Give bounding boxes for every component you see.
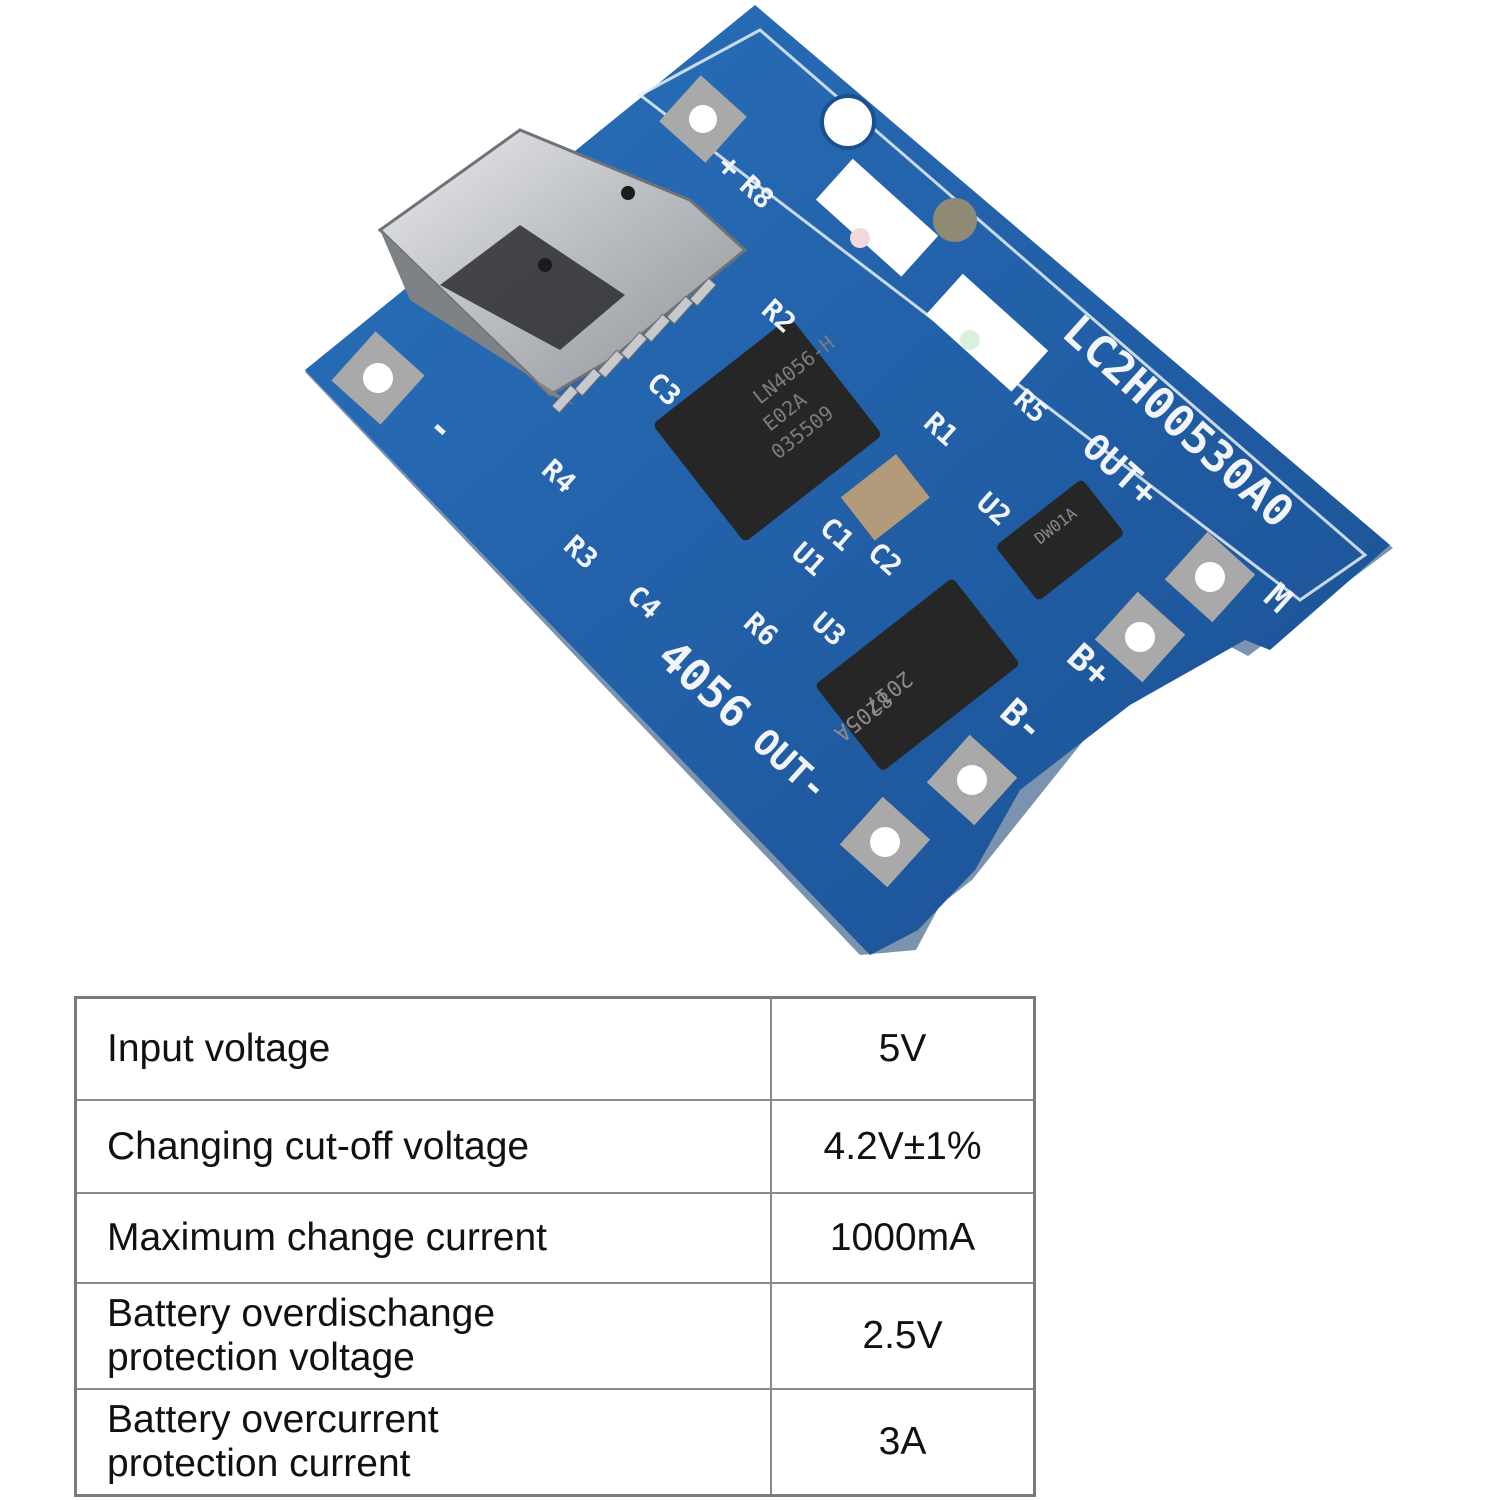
spec-value: 4.2V±1%	[770, 1099, 1036, 1194]
table-row: Battery overcurrent protection current 3…	[74, 1388, 1036, 1497]
capacitor-c1	[840, 454, 930, 541]
mounting-hole	[820, 94, 876, 150]
spec-value: 3A	[770, 1388, 1036, 1497]
spec-label: Battery overdischange protection voltage	[74, 1282, 772, 1390]
chip-u1: LN4056-H E02A 035509	[654, 319, 881, 541]
led-1	[815, 158, 939, 277]
spec-label: Battery overcurrent protection current	[74, 1388, 772, 1497]
test-point	[933, 198, 977, 242]
spec-label: Input voltage	[74, 996, 772, 1101]
pad-b-minus	[926, 734, 1018, 826]
table-row: Changing cut-off voltage 4.2V±1%	[74, 1099, 1036, 1194]
table-row: Maximum change current 1000mA	[74, 1192, 1036, 1284]
pad-b-plus	[1094, 591, 1186, 683]
led-2	[925, 273, 1049, 392]
pad-minus	[331, 331, 425, 425]
spec-value: 2.5V	[770, 1282, 1036, 1390]
chip-u3: 8205A 2017	[816, 579, 1019, 770]
pad-out-minus	[839, 796, 931, 888]
pcb-module-illustration: LN4056-H E02A 035509 DW01A 8205A 2017 LC…	[305, 5, 1393, 955]
spec-value: 5V	[770, 996, 1036, 1101]
spec-label: Changing cut-off voltage	[74, 1099, 772, 1194]
pad-top-left	[659, 75, 747, 163]
table-row: Input voltage 5V	[74, 996, 1036, 1101]
pad-m	[1164, 531, 1256, 623]
spec-value: 1000mA	[770, 1192, 1036, 1284]
table-row: Battery overdischange protection voltage…	[74, 1282, 1036, 1390]
spec-label: Maximum change current	[74, 1192, 772, 1284]
usb-c-connector	[377, 128, 748, 414]
spec-table: Input voltage 5V Changing cut-off voltag…	[74, 996, 1036, 1497]
